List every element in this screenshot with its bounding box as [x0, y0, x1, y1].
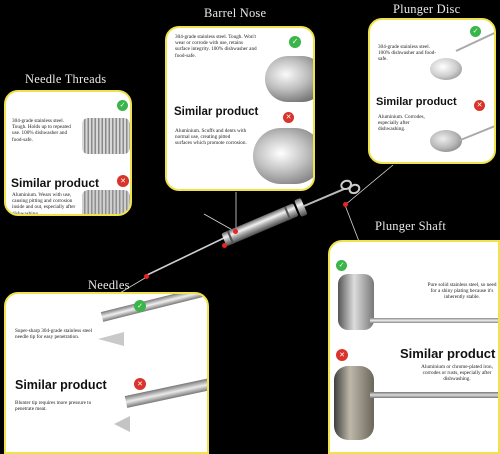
- panel-plunger-disc: 304-grade stainless steel. 100% dishwash…: [368, 18, 496, 164]
- panel-needle-threads: 304-grade stainless steel. Tough. Holds …: [4, 90, 132, 216]
- title-needles: Needles: [88, 278, 130, 292]
- plunger-shaft-good-text: Pure solid stainless steel, so need for …: [427, 282, 497, 301]
- plunger-shaft-good-image: [338, 274, 374, 330]
- plunger-disc-check-icon: ✓: [470, 26, 481, 37]
- plunger-shaft-bad-image: [334, 366, 374, 440]
- plunger-disc-similar-label: Similar product: [376, 96, 457, 108]
- pin-barrel-nose: [233, 229, 238, 234]
- needles-bad-text: Blunter tip requires more pressure to pe…: [15, 400, 92, 413]
- needle-threads-good-text: 304-grade stainless steel. Tough. Holds …: [12, 118, 71, 143]
- plunger-shaft-check-icon: ✓: [336, 260, 347, 271]
- needle-threads-bad-image: [82, 190, 130, 214]
- panel-needles: ✓ Super-sharp 304-grade stainless steel …: [4, 292, 209, 454]
- needle-threads-cross-icon: ✕: [117, 175, 129, 187]
- pin-needles: [144, 274, 149, 279]
- plunger-disc-good-image: [430, 58, 462, 80]
- title-plunger-shaft: Plunger Shaft: [375, 219, 446, 233]
- needles-similar-label: Similar product: [15, 378, 107, 392]
- plunger-disc-bad-shaft: [457, 125, 494, 142]
- plunger-shaft-cross-icon: ✕: [336, 349, 348, 361]
- barrel-nose-cross-icon: ✕: [283, 112, 294, 123]
- needle-threads-similar-label: Similar product: [11, 176, 100, 190]
- barrel-nose-bad-text: Aluminium. Scuffs and dents with normal …: [175, 128, 247, 147]
- needles-good-image: [100, 294, 207, 322]
- needles-good-text: Super-sharp 304-grade stainless steel ne…: [15, 328, 92, 341]
- needles-check-icon: ✓: [134, 300, 146, 312]
- barrel-nose-bad-image: [253, 128, 313, 184]
- pin-plunger: [343, 202, 348, 207]
- plunger-disc-bad-text: Aluminium. Corrodes, especially after di…: [378, 114, 425, 133]
- needle-threads-good-image: [82, 118, 130, 154]
- needle-threads-check-icon: ✓: [117, 100, 128, 111]
- injector-body: [144, 179, 361, 277]
- needle-threads-bad-text: Aluminium. Wears with use, causing pitti…: [12, 192, 76, 216]
- title-barrel-nose: Barrel Nose: [204, 6, 267, 20]
- plunger-shaft-similar-label: Similar product: [400, 346, 496, 361]
- needles-good-tip: [98, 332, 124, 346]
- barrel-nose-check-icon: ✓: [289, 36, 301, 48]
- panel-barrel-nose: 304-grade stainless steel. Tough. Won't …: [165, 26, 315, 191]
- plunger-shaft-bad-text: Aluminium or chrome-plated iron, corrode…: [421, 364, 493, 383]
- plunger-disc-bad-image: [430, 130, 462, 152]
- barrel-nose-good-text: 304-grade stainless steel. Tough. Won't …: [175, 34, 257, 59]
- title-plunger-disc: Plunger Disc: [393, 2, 461, 16]
- plunger-disc-good-text: 304-grade stainless steel. 100% dishwash…: [378, 44, 437, 63]
- pin-needle-threads: [222, 243, 227, 248]
- barrel-nose-good-image: [265, 56, 313, 102]
- plunger-shaft-good-rod: [370, 318, 498, 323]
- panel-plunger-shaft: ✓ Pure solid stainless steel, so need fo…: [328, 240, 500, 454]
- plunger-shaft-bad-rod: [370, 392, 498, 398]
- title-needle-threads: Needle Threads: [25, 72, 107, 86]
- barrel-nose-similar-label: Similar product: [174, 106, 259, 118]
- needles-bad-tip: [114, 416, 130, 432]
- needles-cross-icon: ✕: [134, 378, 146, 390]
- plunger-disc-cross-icon: ✕: [474, 100, 485, 111]
